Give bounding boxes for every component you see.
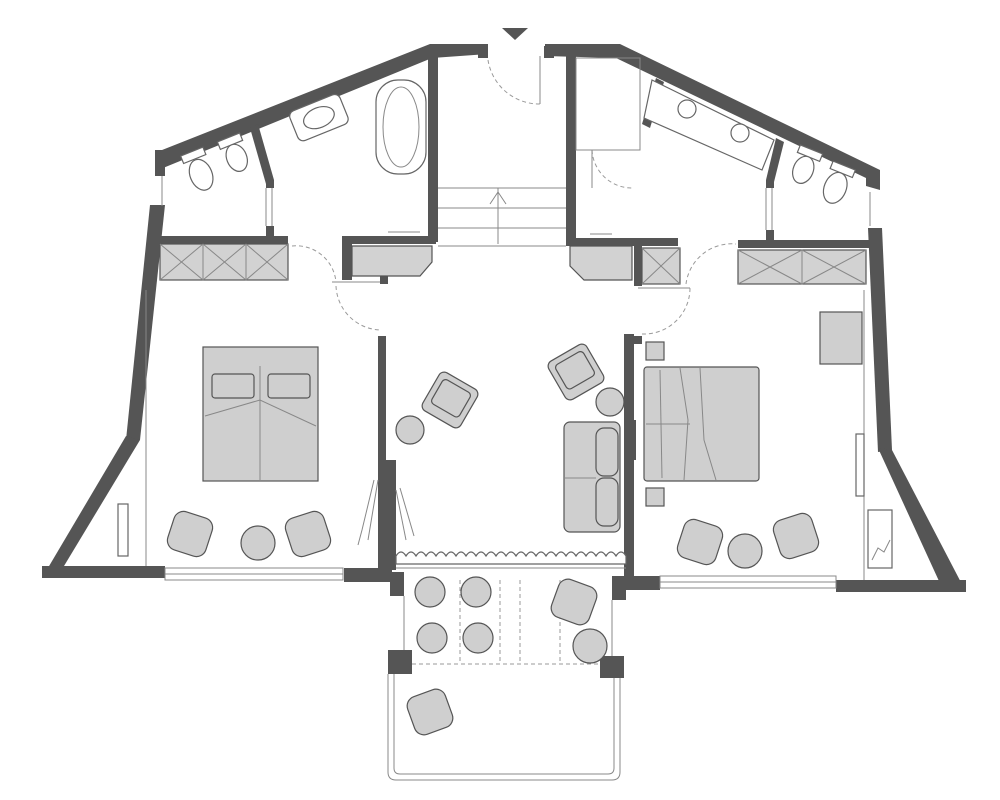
cabinet (569, 245, 633, 281)
armchair (676, 518, 724, 566)
sofa (563, 421, 621, 533)
entrance-arrow-icon (502, 28, 528, 40)
radiator (628, 420, 636, 460)
terrace (387, 576, 621, 781)
wardrobe (641, 247, 681, 285)
desk (819, 311, 863, 365)
side-table (727, 533, 763, 569)
double-bed (643, 366, 760, 482)
cabinet (351, 245, 433, 277)
toilet (179, 146, 214, 191)
staircase (438, 187, 566, 247)
folding-door (357, 479, 415, 546)
sliding-window (395, 551, 627, 565)
washbasin (677, 99, 697, 119)
armchair (406, 688, 454, 736)
left-bedroom (117, 243, 381, 581)
wardrobe (737, 249, 867, 285)
left-bathroom (161, 79, 427, 233)
side-table (595, 387, 625, 417)
radiator (855, 433, 865, 497)
bidet (791, 144, 824, 184)
dining-table-set (414, 576, 494, 654)
nightstand (645, 487, 665, 507)
side-table (395, 415, 425, 445)
side-table (240, 525, 276, 561)
washbasin (730, 123, 750, 143)
toilet (822, 160, 857, 204)
armchair (284, 510, 332, 558)
living-room (351, 245, 636, 569)
side-table (572, 628, 608, 664)
bidet (216, 132, 249, 172)
armchair (550, 578, 598, 626)
wardrobe (159, 243, 289, 281)
bathtub (375, 79, 427, 175)
right-bedroom (638, 243, 893, 589)
armchair (547, 343, 605, 401)
washbasin (289, 93, 349, 142)
radiator (117, 503, 129, 557)
entrance (478, 28, 554, 105)
chair (867, 509, 893, 569)
vanity-counter (643, 79, 775, 171)
right-bathroom (575, 57, 871, 235)
double-bed (202, 346, 319, 482)
armchair (421, 371, 479, 429)
balcony-railing (387, 674, 621, 781)
armchair (166, 510, 214, 558)
nightstand (645, 341, 665, 361)
armchair (772, 512, 820, 560)
